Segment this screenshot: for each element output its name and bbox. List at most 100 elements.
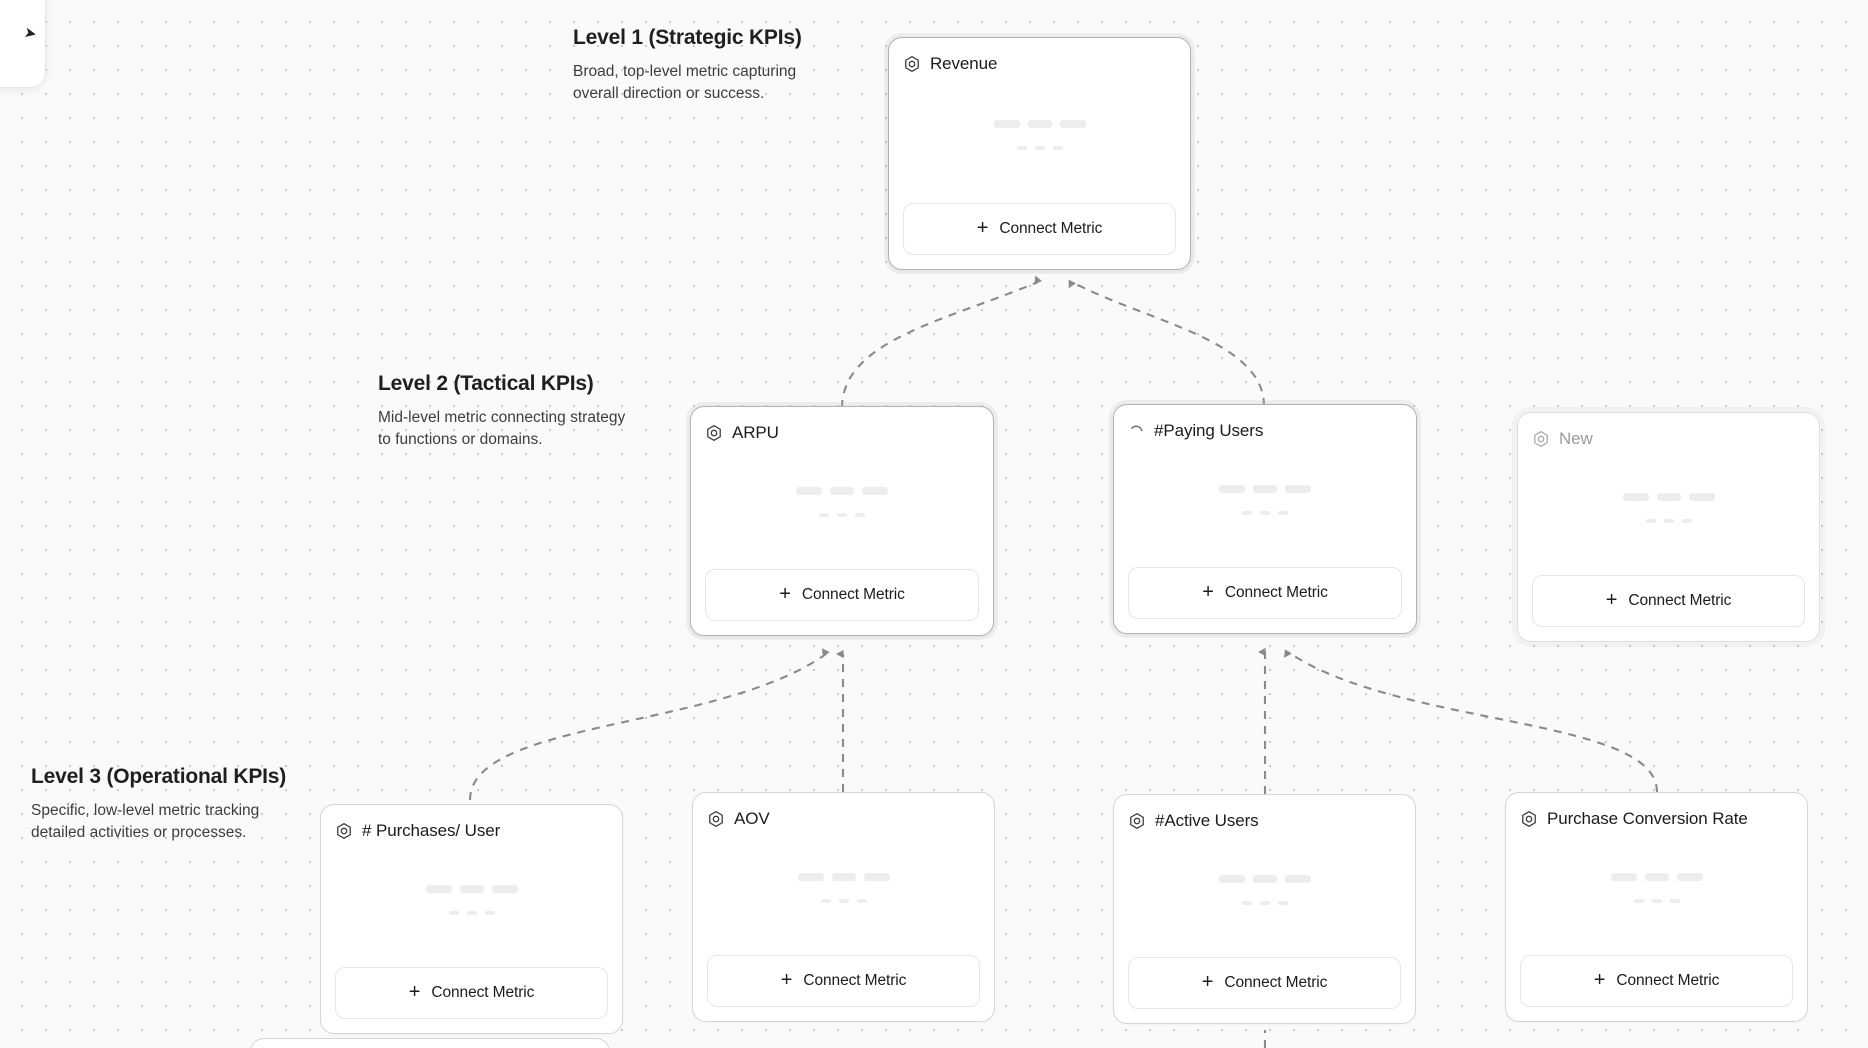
skeleton-row-primary <box>425 885 518 893</box>
skeleton-bar <box>1633 899 1644 903</box>
level-3-title: Level 3 (Operational KPIs) <box>31 765 287 788</box>
connect-metric-button-aov[interactable]: + Connect Metric <box>707 955 980 1007</box>
metric-card-purchase-conversion-rate[interactable]: Purchase Conversion Rate + Connect Metri… <box>1505 792 1808 1022</box>
skeleton-bar <box>1252 875 1277 883</box>
skeleton-bar <box>856 899 867 903</box>
skeleton-bar <box>830 487 854 495</box>
card-header-paying-users: #Paying Users <box>1128 419 1402 443</box>
skeleton-bar <box>1278 511 1288 515</box>
floating-toolbar-panel[interactable]: ➤ <box>0 0 46 88</box>
metric-card-paying-users[interactable]: #Paying Users + Connect Metric <box>1113 404 1417 634</box>
edge-paying-users-to-revenue <box>1068 279 1266 407</box>
card-title-arpu: ARPU <box>732 423 779 442</box>
skeleton-bar <box>1219 485 1245 493</box>
hexagon-metric-icon <box>1520 810 1538 828</box>
connect-metric-label: Connect Metric <box>1224 584 1328 601</box>
skeleton-row-primary <box>1610 873 1703 881</box>
skeleton-bar <box>1242 511 1252 515</box>
cursor-pointer-icon[interactable]: ➤ <box>22 23 39 43</box>
metric-card-arpu[interactable]: ARPU + Connect Metric <box>690 406 994 636</box>
skeleton-bar <box>993 119 1020 128</box>
skeleton-row-primary <box>1219 485 1311 493</box>
skeleton-bar <box>1651 899 1662 903</box>
hexagon-metric-icon <box>705 424 723 442</box>
skeleton-bar <box>1676 873 1703 881</box>
skeleton-row-primary <box>993 119 1086 128</box>
skeleton-bar <box>1663 519 1674 523</box>
skeleton-row-secondary <box>1633 899 1680 903</box>
skeleton-bar <box>1253 485 1277 493</box>
skeleton-bar <box>1260 511 1270 515</box>
plus-icon: + <box>1605 589 1618 611</box>
skeleton-bar <box>1052 145 1063 150</box>
connect-metric-label: Connect Metric <box>1616 972 1720 989</box>
card-title-purchases-per-user: # Purchases/ User <box>362 821 501 840</box>
skeleton-bar <box>838 899 849 903</box>
skeleton-bar <box>448 911 459 915</box>
connect-metric-button-arpu[interactable]: + Connect Metric <box>705 569 979 621</box>
plus-icon: + <box>780 969 793 991</box>
skeleton-bar <box>1644 873 1669 881</box>
metric-card-active-users[interactable]: #Active Users + Connect Metric <box>1113 794 1416 1024</box>
card-skeleton-body-revenue <box>903 76 1176 193</box>
skeleton-bar <box>425 885 452 893</box>
skeleton-row-secondary <box>1242 511 1288 515</box>
hexagon-metric-icon <box>1128 812 1146 830</box>
level-2-title: Level 2 (Tactical KPIs) <box>378 372 594 395</box>
skeleton-row-secondary <box>448 911 495 915</box>
skeleton-row-secondary <box>820 899 867 903</box>
skeleton-bar <box>855 513 865 517</box>
skeleton-bar <box>491 885 518 893</box>
skeleton-bar <box>1241 901 1252 905</box>
plus-icon: + <box>1202 581 1214 603</box>
skeleton-row-secondary <box>1645 519 1692 523</box>
connect-metric-button-purchase-conversion-rate[interactable]: + Connect Metric <box>1520 955 1793 1007</box>
edge-arpu-to-revenue <box>840 275 1043 409</box>
skeleton-bar <box>484 911 495 915</box>
edge-purchases-to-arpu <box>468 648 830 801</box>
skeleton-bar <box>1681 519 1692 523</box>
card-title-revenue: Revenue <box>930 54 998 73</box>
connect-metric-button-revenue[interactable]: + Connect Metric <box>903 203 1176 255</box>
plus-icon: + <box>408 981 421 1003</box>
card-title-new: New <box>1559 429 1593 448</box>
connect-metric-label: Connect Metric <box>1224 974 1328 991</box>
metric-card-new[interactable]: New + Connect Metric <box>1517 412 1820 642</box>
card-skeleton-body-arpu <box>705 445 979 559</box>
connect-metric-button-active-users[interactable]: + Connect Metric <box>1128 957 1401 1009</box>
skeleton-bar <box>831 873 856 881</box>
metric-card-partial-bottom[interactable] <box>250 1038 610 1048</box>
metric-card-revenue[interactable]: Revenue + Connect Metric <box>888 37 1191 270</box>
level-1-description: Broad, top-level metric capturing overal… <box>573 63 797 102</box>
connect-metric-button-new[interactable]: + Connect Metric <box>1532 575 1805 627</box>
connect-metric-label: Connect Metric <box>431 984 535 1001</box>
skeleton-bar <box>819 513 829 517</box>
hexagon-metric-icon <box>903 55 921 73</box>
metric-card-purchases-per-user[interactable]: # Purchases/ User + Connect Metric <box>320 804 623 1034</box>
skeleton-bar <box>1027 119 1052 128</box>
card-header-aov: AOV <box>707 807 980 831</box>
plus-icon: + <box>779 583 791 605</box>
loading-spinner-icon <box>1128 423 1145 440</box>
card-title-paying-users: #Paying Users <box>1154 421 1264 440</box>
edge-conversion-to-paying-users <box>1284 649 1659 793</box>
card-title-aov: AOV <box>734 809 770 828</box>
skeleton-row-secondary <box>1016 145 1063 150</box>
card-skeleton-body-aov <box>707 831 980 945</box>
skeleton-bar <box>1656 493 1681 501</box>
skeleton-bar <box>862 487 888 495</box>
metric-card-aov[interactable]: AOV + Connect Metric <box>692 792 995 1022</box>
card-header-active-users: #Active Users <box>1128 809 1401 833</box>
skeleton-row-secondary <box>1241 901 1288 905</box>
connect-metric-button-paying-users[interactable]: + Connect Metric <box>1128 567 1402 619</box>
skeleton-row-primary <box>796 487 888 495</box>
card-skeleton-body-active-users <box>1128 833 1401 947</box>
skeleton-bar <box>1218 875 1245 883</box>
skeleton-row-primary <box>797 873 890 881</box>
level-3-label-block: Level 3 (Operational KPIs) Specific, low… <box>31 765 286 844</box>
card-header-new: New <box>1532 427 1805 451</box>
skeleton-bar <box>796 487 822 495</box>
connect-metric-button-purchases-per-user[interactable]: + Connect Metric <box>335 967 608 1019</box>
skeleton-row-primary <box>1622 493 1715 501</box>
